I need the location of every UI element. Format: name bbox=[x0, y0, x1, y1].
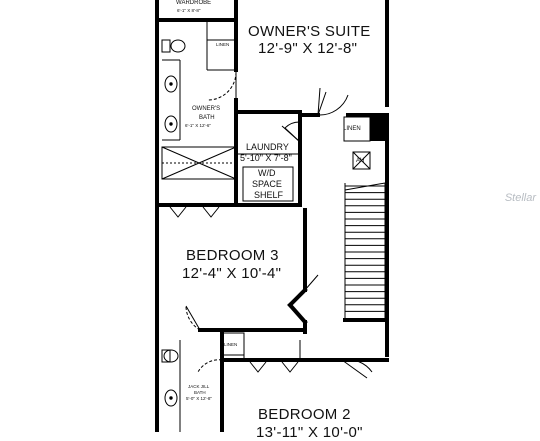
owners-bath-label: OWNER'S bbox=[192, 106, 221, 112]
wd-label: W/D bbox=[258, 168, 276, 178]
wardrobe-label: WARDROBE bbox=[176, 0, 212, 6]
attic-hatch-label: AH bbox=[356, 158, 365, 164]
jack-jill-bath-size: 5'-0" X 12'-8" bbox=[186, 396, 212, 401]
bedroom3-label: BEDROOM 3 bbox=[186, 247, 279, 264]
laundry-size: 5'-10" X 7'-8" bbox=[240, 153, 292, 163]
owners-bath-size: 6'-1" X 12'-6" bbox=[185, 123, 211, 128]
stair-treads bbox=[344, 182, 386, 312]
laundry-label: LAUNDRY bbox=[246, 142, 289, 152]
bedroom2-size: 13'-11" X 10'-0" bbox=[256, 424, 363, 441]
wardrobe-size: 6'-1" X 8'-8" bbox=[177, 8, 201, 13]
wd-shelf-label: SHELF bbox=[254, 190, 284, 200]
wd-space-label: SPACE bbox=[252, 179, 282, 189]
jack-jill-bath-label-2: BATH bbox=[194, 390, 206, 395]
jj-linen-label: LINEN bbox=[224, 342, 238, 347]
structural-column bbox=[370, 117, 387, 141]
owners-suite-label: OWNER'S SUITE bbox=[248, 23, 371, 40]
owners-suite-size: 12'-9" X 12'-8" bbox=[258, 40, 358, 57]
floor-plan bbox=[155, 0, 389, 432]
stair-break-line bbox=[344, 182, 386, 191]
hall-linen-label: LINEN bbox=[343, 126, 361, 132]
bedroom2-label: BEDROOM 2 bbox=[258, 406, 351, 423]
watermark: Stellar bbox=[504, 192, 536, 204]
jack-jill-bath-label: JACK JILL bbox=[188, 384, 210, 389]
owners-bath-label-2: BATH bbox=[199, 115, 215, 121]
owner-bath-linen-label: LINEN bbox=[216, 42, 230, 47]
bedroom3-size: 12'-4" X 10'-4" bbox=[182, 265, 282, 282]
